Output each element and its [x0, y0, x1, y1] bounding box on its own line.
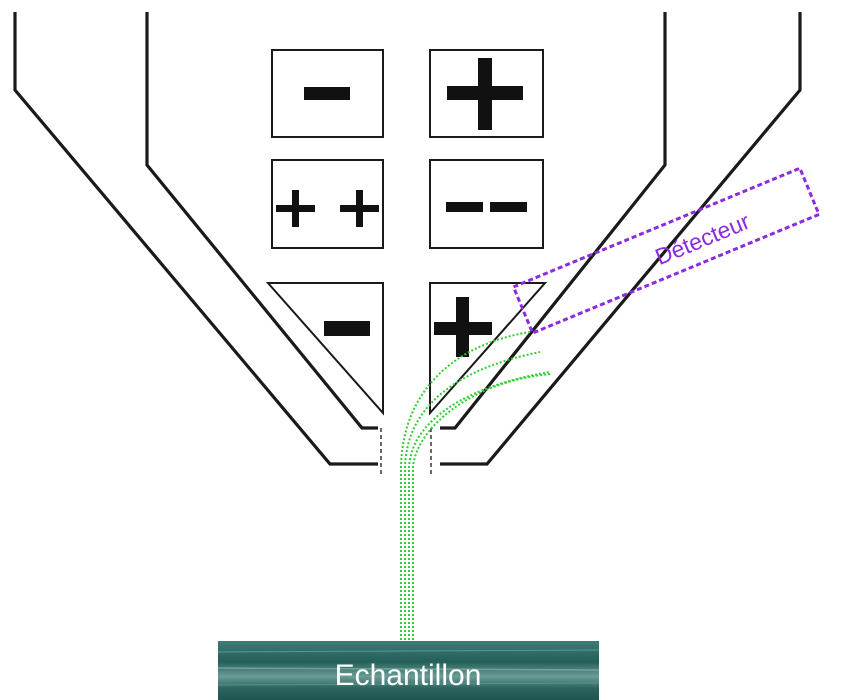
electrode-mid-left [271, 159, 384, 249]
detector-box [511, 166, 821, 336]
sample-label: Echantillon [335, 659, 482, 692]
particle-beam [400, 331, 553, 640]
detector-label: Détecteur [651, 208, 753, 270]
minus-sign-mid-right-2 [490, 202, 527, 212]
outer-wall-right [440, 12, 802, 466]
plus-sign-mid-left-1v [292, 190, 299, 227]
minus-sign-mid-right-1 [446, 202, 483, 212]
electrode-tri-left [265, 282, 384, 416]
outer-wall-left [13, 12, 378, 466]
electrode-tri-right [429, 282, 548, 416]
minus-sign-tri-left [324, 321, 370, 336]
minus-sign-top-left [304, 87, 350, 100]
plus-sign-tri-right-v [456, 297, 469, 357]
inner-wall-left [145, 12, 378, 430]
inner-wall-right [440, 12, 667, 430]
plus-sign-mid-left-2v [356, 190, 363, 227]
detector: Détecteur [511, 166, 821, 336]
plus-sign-top-right-v [478, 58, 492, 130]
sample: Echantillon [217, 641, 600, 700]
electrode-top-left [271, 49, 384, 138]
